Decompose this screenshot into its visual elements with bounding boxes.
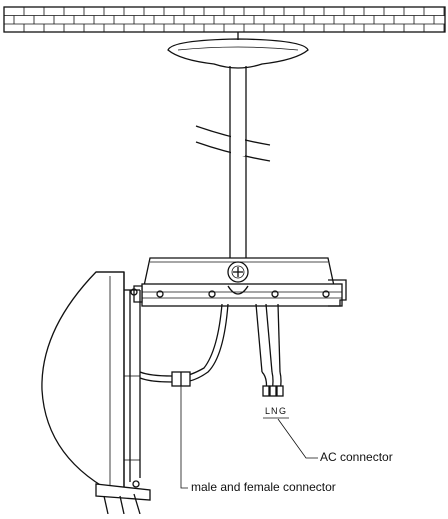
connector-leader (180, 386, 188, 489)
suspension-pole (195, 66, 271, 258)
fixture-housing (133, 257, 347, 307)
ceiling-canopy (167, 32, 309, 69)
terminal-label-n: N (271, 406, 278, 416)
ac-connector-leader (277, 418, 318, 459)
terminal-label-l: L (265, 406, 270, 416)
ac-connector-label: AC connector (320, 450, 393, 464)
wires (139, 303, 284, 397)
lamp-head (41, 271, 151, 515)
male-female-connector-label: male and female connector (191, 480, 336, 494)
terminal-label-g: G (279, 406, 286, 416)
ceiling-brick-wall (3, 6, 446, 33)
ac-connector-icon (262, 385, 284, 397)
